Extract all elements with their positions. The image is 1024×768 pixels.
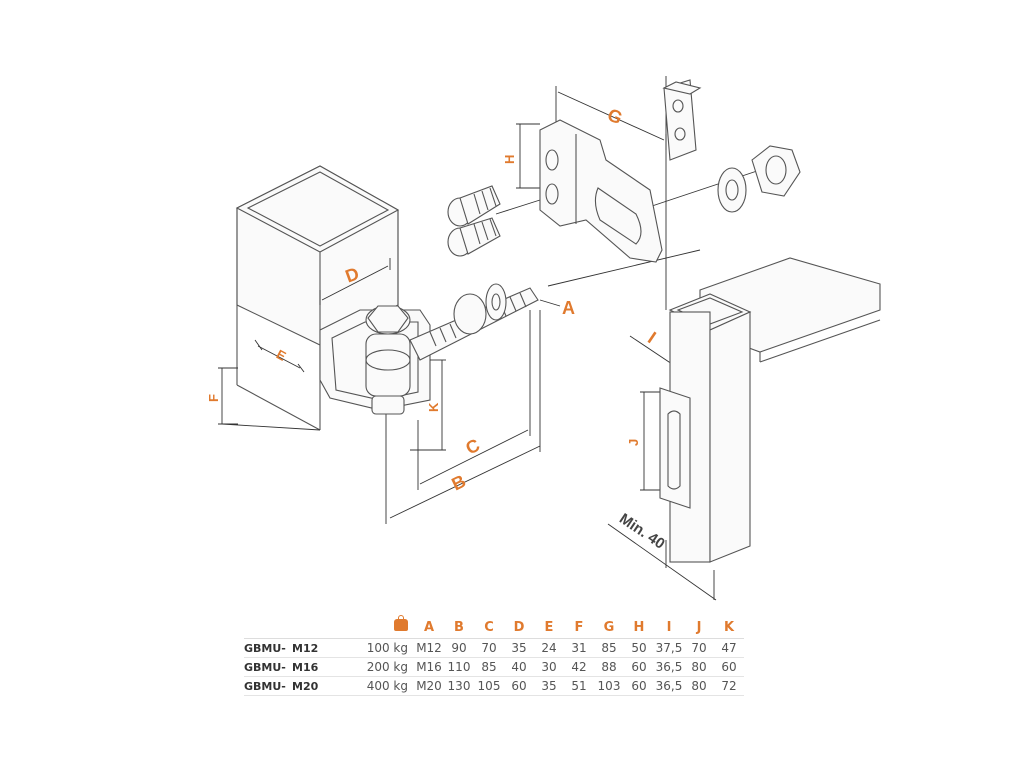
header-i: I (654, 619, 684, 639)
cell-i: 37,5 (654, 638, 684, 658)
header-e: E (534, 619, 564, 639)
row-load: 200 kg (350, 657, 414, 677)
cell-g: 85 (594, 638, 624, 658)
cell-j: 70 (684, 638, 714, 658)
left-post (235, 165, 400, 431)
row-size: M16 (292, 657, 350, 677)
table-row: GBMU- M12 100 kg M12 90 70 35 24 31 85 5… (244, 638, 744, 658)
cell-d: 40 (504, 657, 534, 677)
table-row: GBMU- M20 400 kg M20 130 105 60 35 51 10… (244, 676, 744, 696)
label-c: C (462, 435, 482, 459)
gate-frame (659, 257, 881, 563)
cell-g: 88 (594, 657, 624, 677)
cell-h: 50 (624, 638, 654, 658)
cell-f: 51 (564, 676, 594, 696)
cell-h: 60 (624, 676, 654, 696)
header-a: A (414, 619, 444, 639)
cell-a: M12 (414, 638, 444, 658)
row-load: 400 kg (350, 676, 414, 696)
header-f: F (564, 619, 594, 639)
cell-e: 30 (534, 657, 564, 677)
header-k: K (714, 619, 744, 639)
cell-j: 80 (684, 657, 714, 677)
header-g: G (594, 619, 624, 639)
screws (447, 185, 501, 257)
header-size (292, 619, 350, 639)
cell-b: 130 (444, 676, 474, 696)
weight-icon (394, 615, 408, 631)
label-d: D (343, 263, 362, 286)
cell-e: 24 (534, 638, 564, 658)
cell-f: 31 (564, 638, 594, 658)
header-b: B (444, 619, 474, 639)
row-size: M12 (292, 638, 350, 658)
label-h: H (502, 155, 517, 164)
cell-i: 36,5 (654, 676, 684, 696)
cell-e: 35 (534, 676, 564, 696)
cell-i: 36,5 (654, 657, 684, 677)
cell-c: 70 (474, 638, 504, 658)
table-row: GBMU- M16 200 kg M16 110 85 40 30 42 88 … (244, 657, 744, 677)
table-header-row: A B C D E F G H I J K (244, 615, 744, 639)
cell-c: 85 (474, 657, 504, 677)
label-b: B (448, 471, 468, 495)
header-c: C (474, 619, 504, 639)
cell-h: 60 (624, 657, 654, 677)
header-h: H (624, 619, 654, 639)
cell-a: M16 (414, 657, 444, 677)
row-model: GBMU- (244, 657, 292, 677)
row-load: 100 kg (350, 638, 414, 658)
cell-g: 103 (594, 676, 624, 696)
cell-b: 110 (444, 657, 474, 677)
header-j: J (684, 619, 714, 639)
header-load (350, 615, 414, 639)
label-g: G (604, 104, 625, 128)
cell-d: 60 (504, 676, 534, 696)
cell-k: 72 (714, 676, 744, 696)
header-d: D (504, 619, 534, 639)
cell-d: 35 (504, 638, 534, 658)
label-k: K (426, 402, 441, 412)
cell-j: 80 (684, 676, 714, 696)
row-size: M20 (292, 676, 350, 696)
cell-k: 60 (714, 657, 744, 677)
header-model (244, 619, 292, 639)
cell-b: 90 (444, 638, 474, 658)
label-i: I (644, 328, 659, 347)
label-f: F (206, 394, 221, 402)
row-model: GBMU- (244, 638, 292, 658)
gate-plate (539, 119, 663, 263)
cell-f: 42 (564, 657, 594, 677)
label-j: J (626, 439, 641, 446)
washer-nut (717, 145, 801, 213)
spec-table: A B C D E F G H I J K GBMU- M12 100 kg M… (244, 615, 744, 696)
cell-a: M20 (414, 676, 444, 696)
counter-plate (662, 79, 702, 161)
hinge-exploded-diagram: D E F K C B A G H I J Min. 40 (206, 76, 881, 601)
hinge-bracket (319, 283, 539, 438)
cell-k: 47 (714, 638, 744, 658)
label-min: Min. 40 (616, 510, 668, 553)
row-model: GBMU- (244, 676, 292, 696)
cell-c: 105 (474, 676, 504, 696)
label-a: A (562, 298, 575, 318)
